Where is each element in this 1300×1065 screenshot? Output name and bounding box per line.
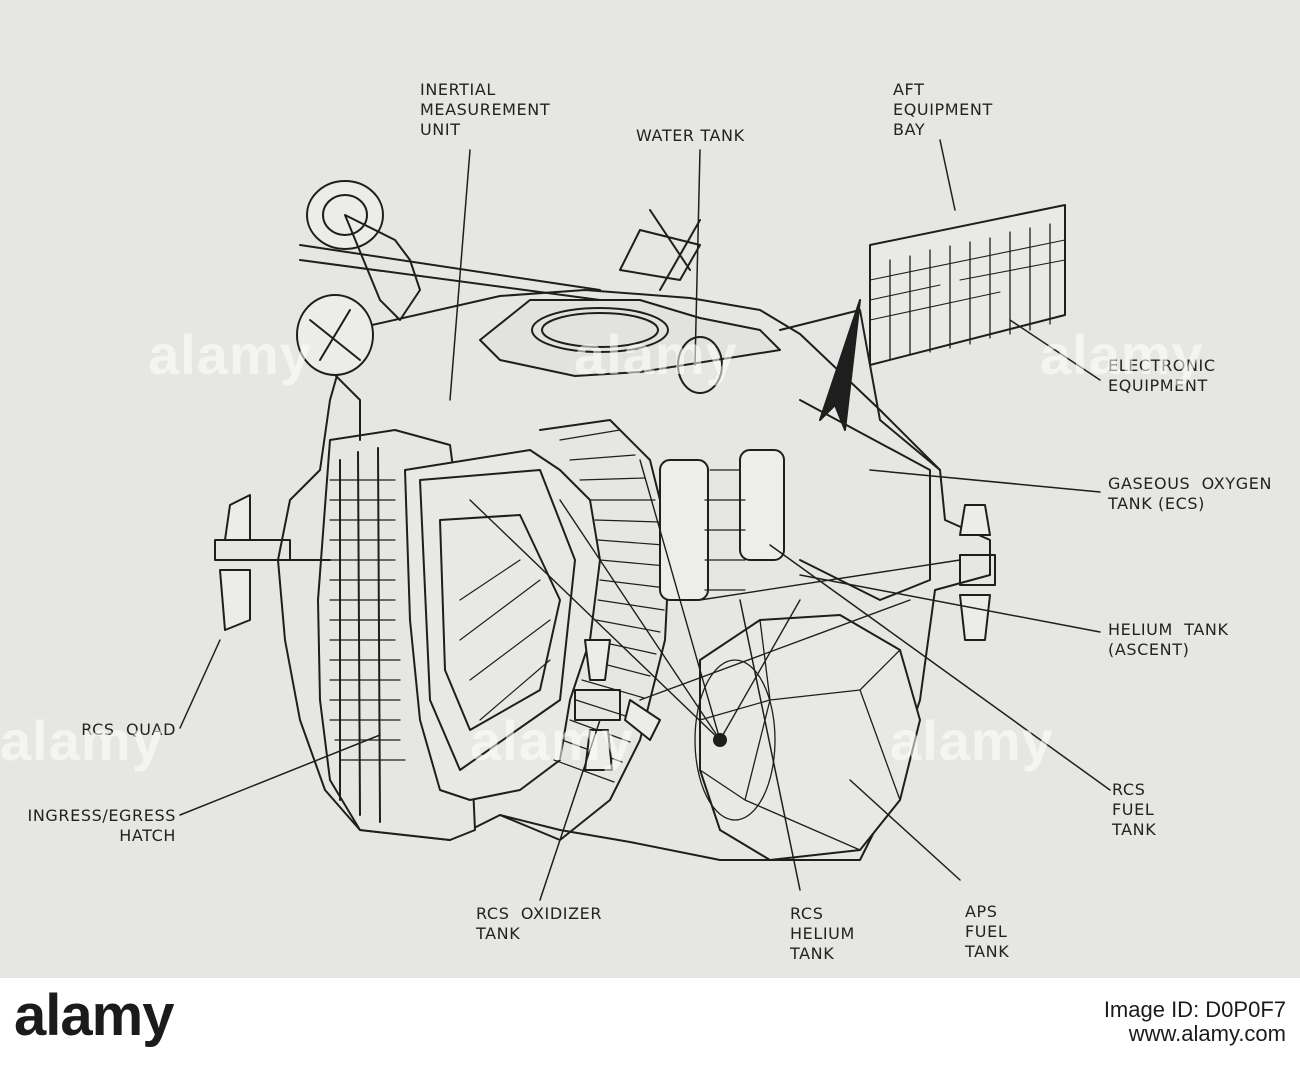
label-line: FUEL xyxy=(1112,800,1155,819)
label-line: EQUIPMENT xyxy=(1108,376,1208,395)
label-line: INERTIAL xyxy=(420,80,496,99)
watermark: alamy xyxy=(470,709,634,772)
label-line: AFT xyxy=(893,80,925,99)
label-line: RCS QUAD xyxy=(81,720,176,739)
label-line: UNIT xyxy=(420,120,461,139)
electronic-rack xyxy=(869,204,1066,366)
label-aps-fuel-tank: APS FUEL TANK xyxy=(965,902,1009,962)
aps-fuel-tank-shape xyxy=(699,614,921,861)
label-water-tank: WATER TANK xyxy=(636,126,745,146)
rcs-quad-left xyxy=(214,494,331,631)
label-line: ELECTRONIC xyxy=(1108,356,1216,375)
label-helium-tank-ascent: HELIUM TANK (ASCENT) xyxy=(1108,620,1229,660)
label-line: TANK xyxy=(1112,820,1157,839)
ribbed-cylinder xyxy=(499,419,671,841)
vhf-antenna xyxy=(619,229,701,281)
label-rcs-quad: RCS QUAD xyxy=(60,720,176,740)
hatch-frame xyxy=(404,449,601,801)
label-line: INGRESS/EGRESS xyxy=(27,806,176,825)
label-line: APS xyxy=(965,902,998,921)
watermark: alamy xyxy=(1040,323,1204,386)
rack-pointer-arrow xyxy=(819,299,861,431)
watermark: alamy xyxy=(148,323,312,386)
label-line: EQUIPMENT xyxy=(893,100,993,119)
label-line: RCS OXIDIZER xyxy=(476,904,603,923)
brand-logo: alamy xyxy=(14,983,174,1048)
label-line: BAY xyxy=(893,120,926,139)
docking-hatch xyxy=(531,307,669,353)
rcs-quad-lower xyxy=(574,639,661,771)
watermark: alamy xyxy=(574,323,738,386)
lunar-module-ascent-stage-drawing xyxy=(179,139,1111,901)
label-gaseous-oxygen-tank: GASEOUS OXYGEN TANK (ECS) xyxy=(1108,474,1272,514)
label-aft-equipment-bay: AFT EQUIPMENT BAY xyxy=(893,80,993,140)
label-inertial-measurement-unit: INERTIAL MEASUREMENT UNIT xyxy=(420,80,550,140)
gox-tank-shape xyxy=(739,449,785,561)
outer-hull xyxy=(277,289,991,861)
label-line: (ASCENT) xyxy=(1108,640,1190,659)
label-line: HATCH xyxy=(119,826,176,845)
label-line: TANK (ECS) xyxy=(1108,494,1205,513)
label-line: TANK xyxy=(965,942,1010,961)
label-rcs-oxidizer-tank: RCS OXIDIZER TANK xyxy=(476,904,602,944)
label-line: TANK xyxy=(790,944,835,963)
label-ingress-egress-hatch: INGRESS/EGRESS HATCH xyxy=(6,806,176,846)
leader-lines xyxy=(179,139,1111,901)
image-id-block: Image ID: D0P0F7 www.alamy.com xyxy=(1104,998,1286,1046)
label-rcs-helium-tank: RCS HELIUM TANK xyxy=(790,904,855,964)
image-url-text: www.alamy.com xyxy=(1128,1021,1286,1046)
label-line: MEASUREMENT xyxy=(420,100,551,119)
label-line: RCS xyxy=(790,904,824,923)
watermark: alamy xyxy=(0,709,164,772)
label-line: GASEOUS OXYGEN xyxy=(1108,474,1273,493)
label-line: WATER TANK xyxy=(636,126,745,145)
label-line: HELIUM TANK xyxy=(1108,620,1229,639)
stock-footer-bar: alamy Image ID: D0P0F7 www.alamy.com xyxy=(0,978,1300,1065)
rcs-quad-right xyxy=(959,504,996,641)
watermark: alamy xyxy=(890,709,1054,772)
label-rcs-fuel-tank: RCS FUEL TANK xyxy=(1112,780,1156,840)
label-electronic-equipment: ELECTRONIC EQUIPMENT xyxy=(1108,356,1216,396)
antenna-boom xyxy=(299,244,601,301)
label-line: HELIUM xyxy=(790,924,855,943)
label-line: TANK xyxy=(476,924,521,943)
water-tank-shape xyxy=(659,459,709,601)
label-line: FUEL xyxy=(965,922,1008,941)
image-id-text: Image ID: D0P0F7 xyxy=(1103,997,1286,1022)
label-line: RCS xyxy=(1112,780,1146,799)
